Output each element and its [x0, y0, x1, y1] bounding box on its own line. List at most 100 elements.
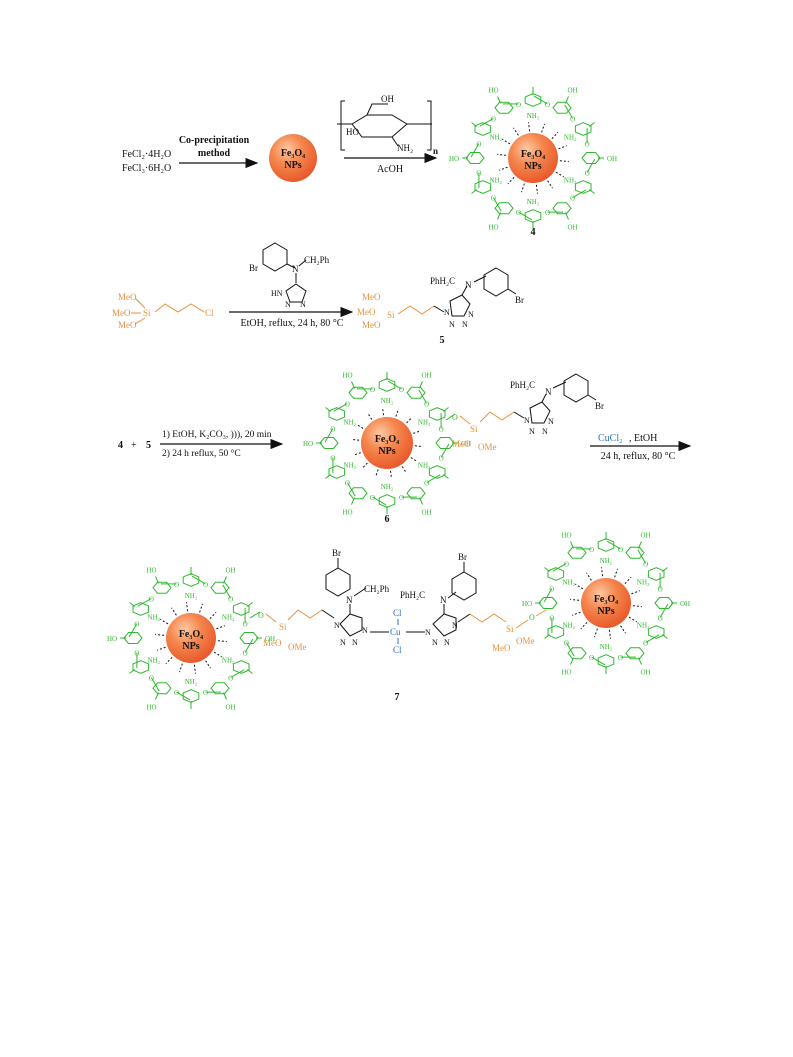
glucosamine-unit [210, 682, 230, 695]
c7-right-n: N [440, 595, 447, 605]
glucosamine-unit [552, 101, 572, 114]
c7-left-ring-n-4: N [362, 626, 368, 635]
glucosamine-unit [319, 437, 339, 449]
hydroxymethyl-bond [588, 122, 595, 127]
glucosamine-unit [567, 647, 587, 660]
np-label-line2: NPs [524, 161, 541, 172]
ring-oxygen-label: O [330, 455, 335, 463]
ring-oxygen-label: O [134, 621, 139, 629]
glycosidic-bond [426, 474, 441, 484]
hydroxymethyl-bond [565, 96, 569, 104]
np-label-line2: NPs [182, 641, 199, 652]
glucosamine-unit [348, 487, 368, 500]
ring-oxygen-label: O [643, 640, 648, 648]
c5-br-bond [507, 288, 517, 295]
hydroxymethyl-bond [661, 567, 668, 572]
tz-ch2ph: CH₂Ph [304, 255, 330, 265]
arrow5-conditions: 24 h, reflux, 80 °C [601, 451, 676, 462]
c6-phh2c: PhH₂C [510, 380, 535, 390]
hydroxyl-label: HO [522, 600, 532, 608]
coordination-dash [213, 651, 222, 658]
ring-oxygen-label: O [203, 689, 208, 697]
glucosamine-unit [524, 209, 542, 223]
np-label-line1: Fe₃O₄ [179, 629, 203, 640]
ring-oxygen-label: O [589, 654, 594, 662]
c5-phh2c: PhH₂C [430, 276, 455, 286]
compound-5-label: 5 [440, 335, 445, 346]
c6-silane-bonds [459, 411, 515, 425]
hydroxyl-label: OH [607, 155, 617, 163]
hydroxymethyl-bond [155, 692, 159, 700]
glycosidic-bond [637, 549, 647, 564]
np-label-line1: Fe₃O₄ [375, 434, 399, 445]
coordination-dash [580, 621, 588, 630]
coordination-dash [353, 452, 361, 456]
ring-oxygen-label: O [243, 621, 248, 629]
ring-oxygen-label: O [134, 650, 139, 658]
c7-left-ome: OMe [288, 642, 307, 652]
amine-label: NH₂ [185, 678, 198, 686]
orange-sphere-icon [508, 133, 558, 183]
hydroxymethyl-bond [419, 381, 423, 389]
hydroxyl-label: OH [265, 635, 275, 643]
reactant-4: 4 [118, 440, 123, 451]
c7-right-ring-n-4: N [452, 621, 458, 630]
glucosamine-unit [132, 602, 150, 616]
hydroxymethyl-bond [351, 381, 355, 389]
fe3o4-np-sphere: Fe₃O₄ NPs [269, 134, 317, 182]
c7-left-tetrazole [339, 613, 363, 637]
hydroxyl-label: HO [488, 87, 498, 95]
amine-label: NH₂ [564, 134, 577, 142]
glucosamine-unit [647, 567, 665, 581]
chitosan-monomer: OH HO NH₂ n [337, 94, 438, 156]
tz-n: N [292, 264, 299, 274]
c5-propyl [397, 305, 435, 315]
coordination-dash [205, 660, 211, 669]
ring-oxygen-label: O [585, 141, 590, 149]
glucosamine-unit [474, 180, 492, 194]
hydroxyl-label: HO [449, 155, 459, 163]
glucosamine-unit [378, 378, 396, 392]
glycosidic-bond [230, 669, 245, 679]
coordination-dash [155, 633, 165, 636]
c7-right-link [457, 613, 471, 623]
compound-6-label: 6 [385, 514, 390, 525]
glucosamine-unit [465, 152, 485, 164]
coordination-dash [601, 567, 604, 577]
amine-label: NH₂ [148, 657, 161, 665]
glycosidic-bond [533, 95, 548, 105]
c6-tetrazole [529, 401, 551, 424]
glucosamine-unit [428, 465, 446, 479]
amine-label: NH₂ [344, 419, 357, 427]
np-label-line2: NPs [378, 446, 395, 457]
ring-oxygen-label: O [345, 400, 350, 408]
amine-label: NH₂ [418, 419, 431, 427]
coordination-dash [608, 629, 611, 639]
coordination-dash [521, 183, 525, 193]
ring-oxygen-label: O [476, 170, 481, 178]
ring-oxygen-label: O [516, 209, 521, 217]
c5-br: Br [515, 295, 524, 305]
chitosan-bracket-right [427, 100, 432, 151]
amine-label: NH₂ [490, 177, 503, 185]
c7-right-si: Si [506, 624, 514, 634]
hydroxyl-label: OH [567, 223, 577, 231]
c5-ring-n-2: N [449, 320, 455, 329]
tz-bonds [286, 259, 307, 283]
plus-sign: + [131, 440, 137, 451]
coordination-dash [351, 438, 360, 441]
compound-4-label: 4 [531, 227, 536, 238]
c7-br-right: Br [458, 552, 467, 562]
coordination-dash [171, 607, 177, 616]
glycosidic-bond [591, 656, 606, 666]
hydroxymethyl-bond [570, 657, 574, 665]
coordination-dash [413, 430, 421, 434]
coordination-dash [528, 122, 531, 132]
compound-6-linker: O Si MeO OMe N N N N N PhH₂C Br [445, 373, 604, 452]
ring-oxygen-label: O [570, 115, 575, 123]
hydroxymethyl-bond [638, 541, 642, 549]
ring-oxygen-label: O [228, 595, 233, 603]
glycosidic-bond [470, 143, 480, 158]
tetrazole-ring [285, 283, 307, 303]
